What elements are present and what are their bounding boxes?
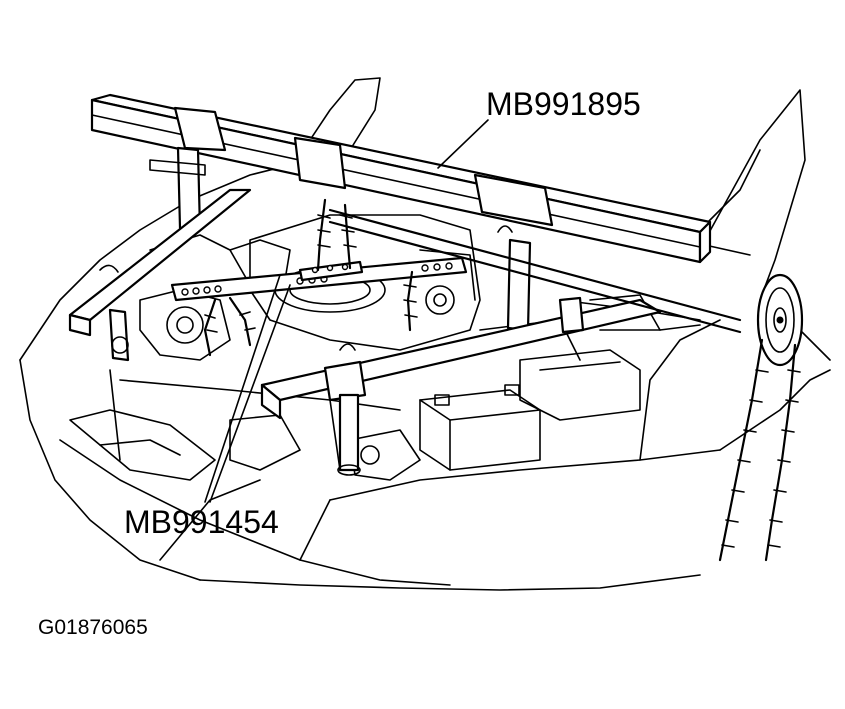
leader-line-hanger-plate-1: [204, 274, 281, 503]
chains: [203, 198, 418, 357]
hanger-plate: [170, 256, 468, 302]
callout-lifting-beam-tool: MB991895: [486, 86, 641, 122]
callout-engine-hanger-plate-tool: MB991454: [124, 504, 279, 540]
leader-lines: [204, 119, 489, 503]
support-frame: [68, 188, 742, 476]
pulley-and-chain: [718, 273, 804, 562]
lifting-beam: [90, 93, 712, 332]
leader-line-hanger-plate-2: [209, 284, 291, 503]
leader-line-lifting-beam: [437, 119, 489, 169]
engine-bay: [139, 214, 661, 481]
figure-identifier: G01876065: [38, 616, 148, 639]
